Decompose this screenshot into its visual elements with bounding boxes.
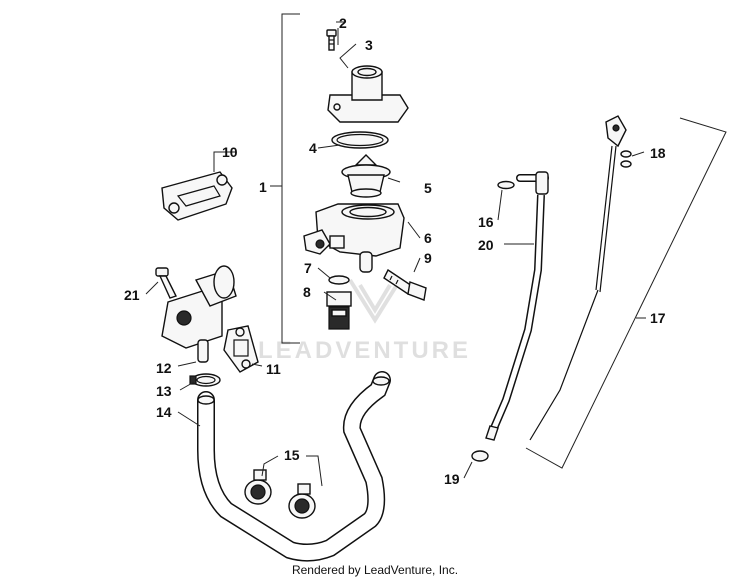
part-8-temperature-sensor: [326, 291, 352, 330]
leader-lines: [145, 21, 646, 487]
part-12-outlet-housing: [161, 265, 237, 363]
part-15-hose-clips: [244, 469, 316, 519]
watermark-logo: [348, 278, 402, 324]
part-13-clamp: [189, 373, 221, 387]
part-14-hose: [197, 371, 391, 562]
part-6-thermostat-housing: [303, 203, 405, 273]
part-18-o-rings: [620, 150, 632, 168]
part-5-thermostat: [341, 154, 391, 198]
part-21-bolt: [155, 267, 177, 299]
callout-8: 8: [303, 284, 311, 300]
callout-17: 17: [650, 310, 666, 326]
callout-2: 2: [339, 15, 347, 31]
part-16-o-ring: [497, 180, 515, 190]
part-10-gasket: [161, 171, 233, 221]
callout-7: 7: [304, 260, 312, 276]
watermark-text: LEADVENTURE: [258, 337, 471, 364]
callout-19: 19: [444, 471, 460, 487]
part-7-washer: [328, 275, 350, 285]
dipstick-bracket: [525, 117, 727, 469]
callout-labels: 1 2 3 4 5 6 7 8 9 10 11 12 13 14 15 16 1…: [124, 15, 666, 487]
callout-3: 3: [365, 37, 373, 53]
callout-4: 4: [309, 140, 317, 156]
part-11-gasket: [223, 325, 259, 373]
part-9-bolt: [383, 268, 427, 301]
callout-15: 15: [284, 447, 300, 463]
callout-10: 10: [222, 144, 238, 160]
part-19-o-ring: [471, 450, 489, 462]
callout-18: 18: [650, 145, 666, 161]
group-bracket: [281, 13, 300, 344]
callout-6: 6: [424, 230, 432, 246]
callout-9: 9: [424, 250, 432, 266]
part-3-thermostat-cover: [327, 65, 409, 123]
callout-5: 5: [424, 180, 432, 196]
callout-20: 20: [478, 237, 494, 253]
callout-1: 1: [259, 179, 267, 195]
part-2-screw: [326, 29, 337, 51]
callout-14: 14: [156, 404, 172, 420]
callout-21: 21: [124, 287, 140, 303]
callout-12: 12: [156, 360, 172, 376]
callout-11: 11: [266, 361, 281, 377]
callout-13: 13: [156, 383, 172, 399]
part-20-dipstick-tube: [485, 171, 549, 441]
callout-16: 16: [478, 214, 494, 230]
part-17-dipstick: [529, 115, 627, 441]
footer-credit: Rendered by LeadVenture, Inc.: [291, 563, 459, 577]
